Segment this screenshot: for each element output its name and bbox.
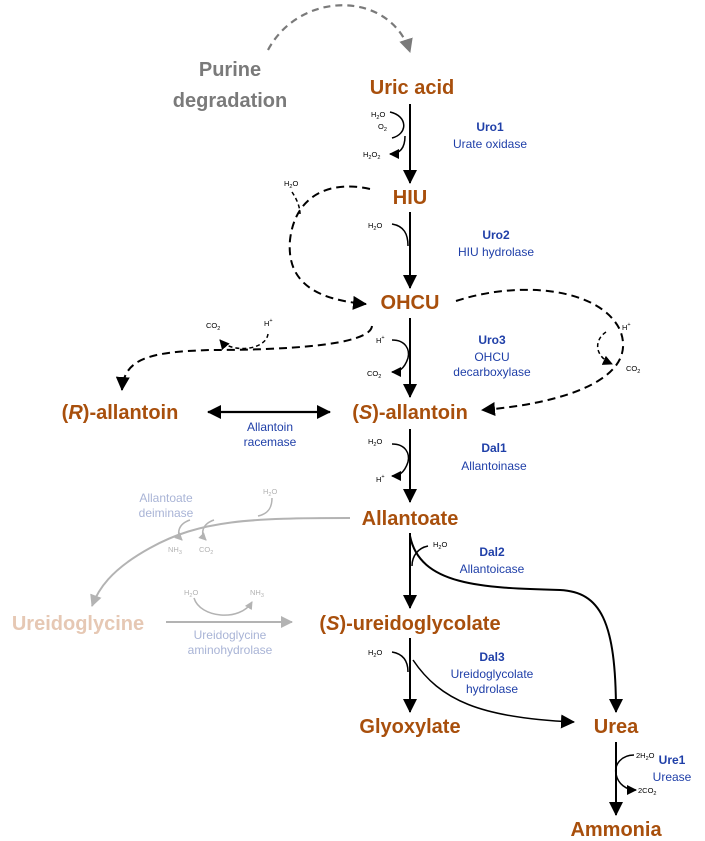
arrow-allantoate-to-urea: [409, 535, 623, 713]
enzyme-uro3-desc2: decarboxylase: [453, 365, 531, 379]
cofactor-dal2-h2o: H2O: [433, 540, 447, 551]
enzyme-uro2-name: Uro2: [482, 228, 510, 242]
enzyme-dal2-name: Dal2: [479, 545, 505, 559]
cofactor-uro1-o2: O2: [378, 122, 387, 133]
cofactor-uro3-co2: CO2: [367, 369, 381, 380]
enzyme-uro3-desc1: OHCU: [474, 350, 509, 364]
cofactor-dal1-h2o: H2O: [368, 437, 382, 448]
arrow-allantoate-to-ureidoglycine: [90, 517, 351, 607]
uric-acid-label: Uric acid: [370, 77, 454, 99]
allantoate-label: Allantoate: [362, 508, 459, 530]
cofactor-deiminase-h2o: H2O: [263, 487, 277, 498]
hook-uro2-h2o: [391, 223, 409, 247]
enzyme-uro3-name: Uro3: [478, 333, 506, 347]
hook-uro1-h2o2: [389, 135, 406, 159]
dashed-hiu-to-ohcu: [288, 185, 371, 310]
hook-ure1: [614, 754, 637, 795]
enzyme-racemase-line2: racemase: [244, 435, 297, 449]
cofactor-uro2-h2o: H2O: [368, 221, 382, 232]
cofactor-left-h: H+: [264, 318, 273, 328]
hook-deiminase-h2o: [257, 497, 273, 517]
s-allantoin-label: (S)-allantoin: [352, 402, 468, 424]
cofactor-uro1-h2o: H2O: [371, 110, 385, 121]
hook-dal1-h: [391, 443, 410, 481]
dashed-h2o-input: [291, 191, 301, 215]
hook-deiminase-nh3: [174, 519, 191, 541]
cofactor-dashed-h2o: H2O: [284, 179, 298, 190]
arrow-ureidoglycolate-to-urea: [412, 659, 575, 729]
enzyme-dal3-name: Dal3: [479, 650, 505, 664]
r-allantoin-label: (R)-allantoin: [62, 402, 179, 424]
cofactor-dal1-h: H+: [376, 474, 385, 484]
s-ureidoglycolate-label: (S)-ureidoglycolate: [319, 613, 500, 635]
enzyme-uro1-name: Uro1: [476, 120, 504, 134]
ammonia-label: Ammonia: [570, 819, 662, 841]
enzyme-uro2-desc: HIU hydrolase: [458, 245, 534, 259]
dashed-right-h-co2: [597, 331, 613, 365]
hiu-label: HIU: [393, 187, 427, 209]
purine-label-line1: Purine: [199, 59, 261, 81]
enzyme-aminohydrolase-line1: Ureidoglycine: [194, 628, 267, 642]
purine-label-line2: degradation: [173, 90, 287, 112]
cofactor-deiminase-co2: CO2: [199, 545, 213, 556]
cofactor-right-h: H+: [622, 322, 631, 332]
enzyme-dal3-desc2: hydrolase: [466, 682, 518, 696]
hook-aminohydrolase: [193, 597, 253, 616]
enzyme-ure1-desc: Urease: [653, 770, 692, 784]
cofactor-left-co2: CO2: [206, 321, 220, 332]
enzyme-dal1-name: Dal1: [481, 441, 507, 455]
glyoxylate-label: Glyoxylate: [359, 716, 460, 738]
dashed-left-h-co2: [219, 333, 269, 351]
enzyme-racemase-line1: Allantoin: [247, 420, 293, 434]
enzyme-deiminase-line2: deiminase: [139, 506, 194, 520]
enzyme-deiminase-line1: Allantoate: [139, 491, 193, 505]
hook-uro3-co2: [391, 339, 410, 377]
purine-arc: [267, 4, 413, 53]
cofactor-uro3-h: H+: [376, 335, 385, 345]
cofactor-deiminase-nh3: NH3: [168, 545, 182, 556]
enzyme-dal3-desc1: Ureidoglycolate: [451, 667, 534, 681]
urea-label: Urea: [594, 716, 639, 738]
hook-deiminase-co2: [198, 519, 215, 541]
cofactor-right-co2: CO2: [626, 364, 640, 375]
enzyme-uro1-desc: Urate oxidase: [453, 137, 527, 151]
cofactor-dal3-h2o: H2O: [368, 648, 382, 659]
enzyme-dal1-desc: Allantoinase: [461, 459, 527, 473]
cofactor-ure1-h2o: 2H2O: [636, 751, 655, 762]
cofactor-aminohydrolase-nh3: NH3: [250, 588, 264, 599]
ureidoglycine-label: Ureidoglycine: [12, 613, 144, 635]
cofactor-aminohydrolase-h2o: H2O: [184, 588, 198, 599]
hook-uro1-o2: [389, 111, 405, 139]
hook-dal3-h2o: [391, 651, 409, 673]
cofactor-ure1-co2: 2CO2: [638, 786, 656, 797]
ohcu-label: OHCU: [381, 292, 440, 314]
dashed-ohcu-to-s-allantoin: [455, 288, 624, 416]
cofactor-uro1-h2o2: H2O2: [363, 150, 380, 161]
hook-dal2-h2o: [411, 545, 429, 567]
enzyme-aminohydrolase-line2: aminohydrolase: [188, 643, 273, 657]
enzyme-dal2-desc: Allantoicase: [460, 562, 525, 576]
dashed-ohcu-to-r-allantoin: [115, 325, 373, 391]
enzyme-ure1-name: Ure1: [659, 753, 686, 767]
